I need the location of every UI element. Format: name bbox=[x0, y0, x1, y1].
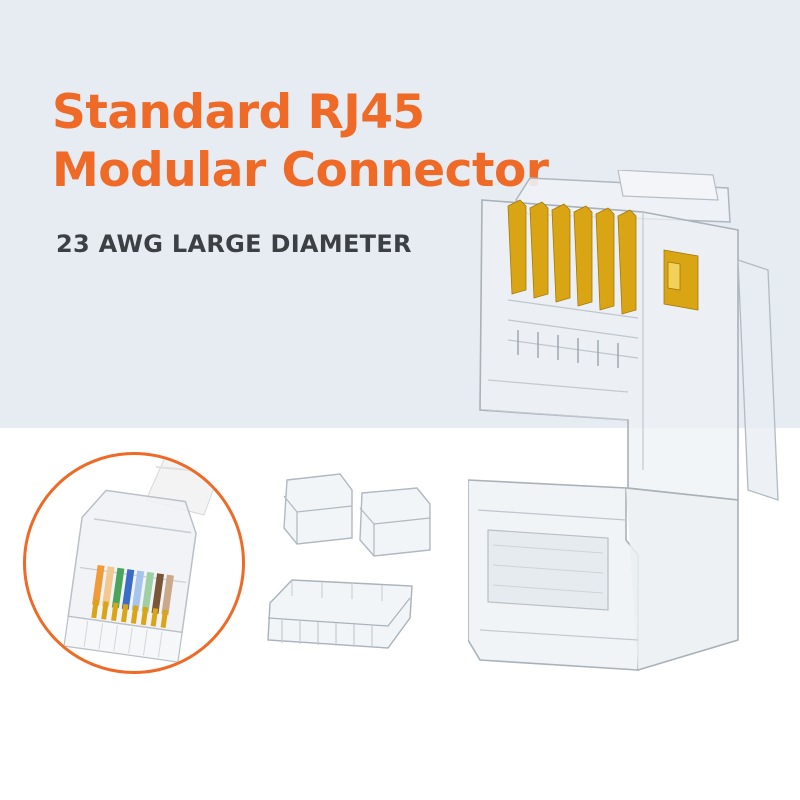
headline-line-2: Modular Connector bbox=[52, 143, 549, 198]
inset-closeup bbox=[23, 452, 245, 674]
subheadline: 23 AWG LARGE DIAMETER bbox=[56, 230, 412, 258]
load-bar-2 bbox=[359, 487, 431, 557]
inset-connector-illustration bbox=[63, 455, 227, 663]
accessory-inserts bbox=[267, 473, 431, 649]
headline-line-1: Standard RJ45 bbox=[52, 85, 425, 140]
load-bar-1 bbox=[283, 473, 353, 545]
gold-contacts bbox=[507, 199, 699, 315]
main-connector-illustration bbox=[468, 170, 779, 671]
headline: Standard RJ45 Modular Connector bbox=[52, 84, 549, 200]
wire-guide bbox=[267, 579, 413, 649]
